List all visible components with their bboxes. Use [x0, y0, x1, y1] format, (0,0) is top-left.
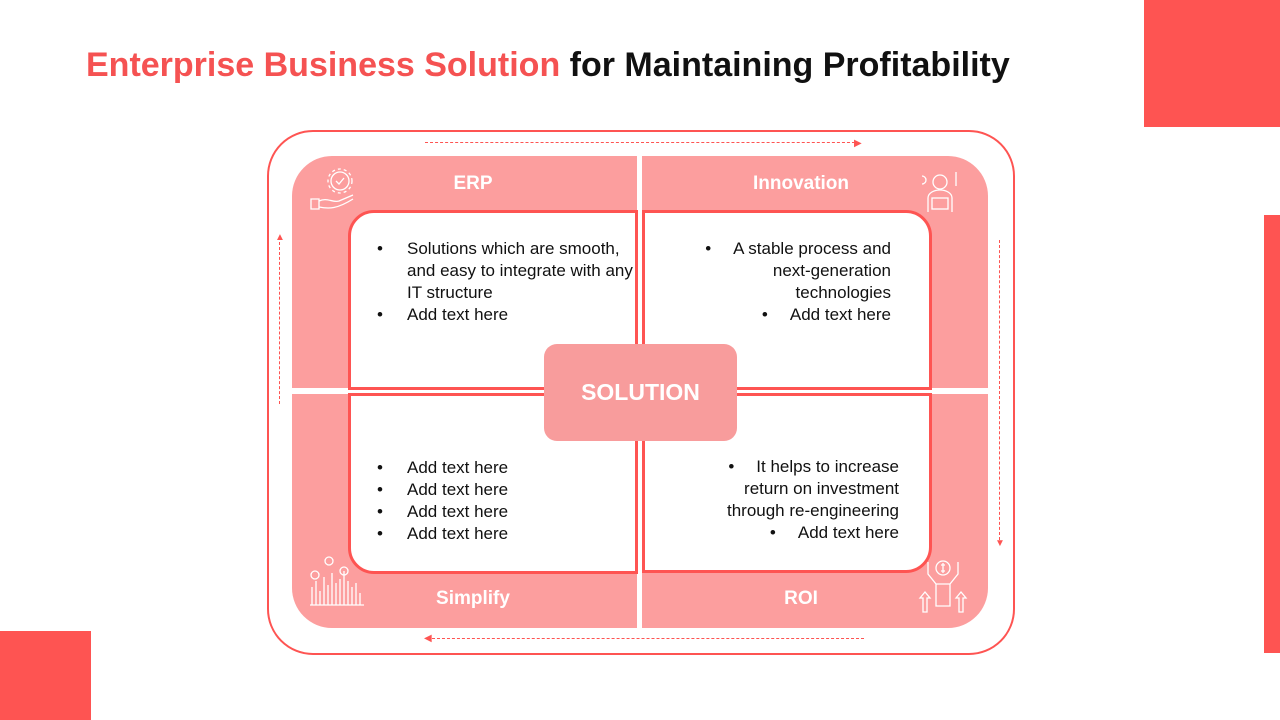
- label-erp: ERP: [453, 173, 493, 194]
- arrow-top-head: ▶: [854, 138, 862, 149]
- label-innovation: Innovation: [752, 173, 850, 194]
- label-roi: ROI: [784, 588, 818, 609]
- innovation-list: A stable process and next-generation tec…: [690, 238, 891, 326]
- investor-icon: [918, 560, 968, 613]
- label-simplify: Simplify: [436, 588, 510, 609]
- list-item: Add text here: [351, 479, 635, 501]
- box-roi: It helps to increase return on investmen…: [642, 393, 932, 573]
- solution-box: SOLUTION: [544, 344, 737, 441]
- list-item: Add text here: [690, 304, 891, 326]
- arrow-top: [425, 142, 855, 143]
- deco-bottom-left: [0, 631, 91, 720]
- arrow-left-head: ▲: [275, 232, 285, 243]
- title-rest: for Maintaining Profitability: [560, 46, 1010, 84]
- list-item: Solutions which are smooth, and easy to …: [351, 238, 635, 304]
- simplify-list: Add text here Add text here Add text her…: [351, 457, 635, 545]
- innovator-icon: [921, 172, 957, 212]
- list-item: It helps to increase return on investmen…: [695, 456, 899, 522]
- page-title: Enterprise Business Solution for Maintai…: [86, 46, 1010, 85]
- list-item: A stable process and next-generation tec…: [690, 238, 891, 304]
- erp-list: Solutions which are smooth, and easy to …: [351, 238, 635, 326]
- deco-top-right: [1144, 0, 1280, 127]
- growth-chart-icon: [310, 556, 364, 606]
- deco-right-bar: [1264, 215, 1280, 653]
- arrow-bottom: [432, 638, 864, 639]
- list-item: Add text here: [695, 522, 899, 544]
- arrow-right: [999, 240, 1000, 540]
- list-item: Add text here: [351, 457, 635, 479]
- gear-hand-icon: [310, 168, 354, 210]
- list-item: Add text here: [351, 501, 635, 523]
- arrow-left: [279, 242, 280, 404]
- list-item: Add text here: [351, 304, 635, 326]
- list-item: Add text here: [351, 523, 635, 545]
- roi-list: It helps to increase return on investmen…: [695, 456, 899, 544]
- title-highlight: Enterprise Business Solution: [86, 46, 561, 84]
- arrow-bottom-head: ◀: [424, 633, 432, 644]
- outer-frame: [267, 130, 1015, 655]
- arrow-right-head: ▼: [995, 538, 1005, 549]
